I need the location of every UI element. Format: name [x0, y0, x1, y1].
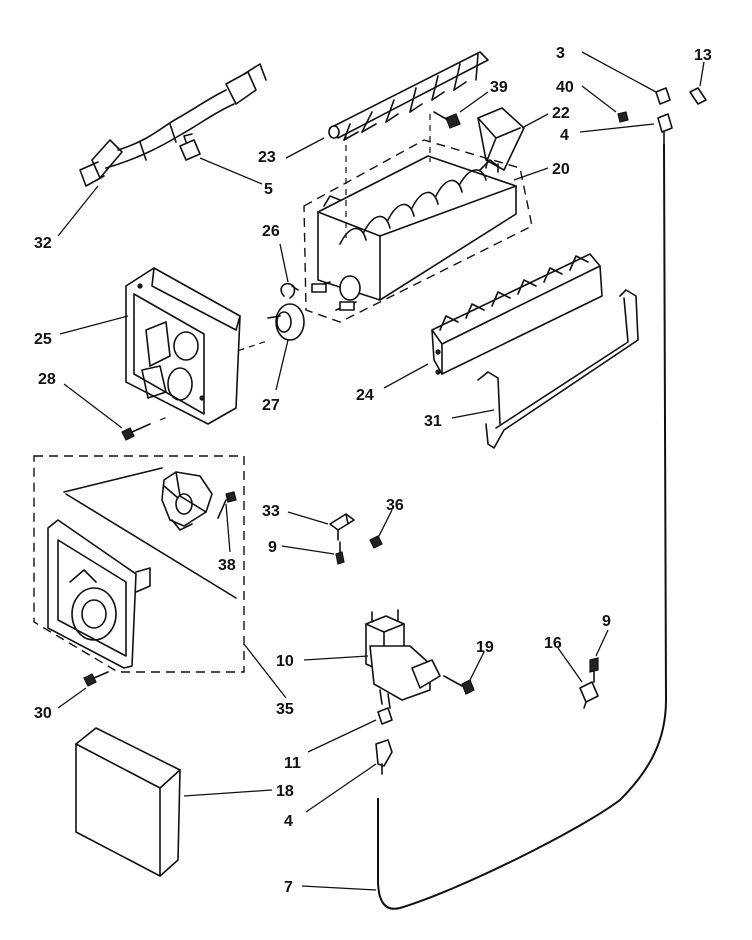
callout-38: 38: [218, 557, 236, 574]
wire-clip-part-5: [179, 133, 201, 161]
ejector-part-23: [328, 51, 489, 141]
callout-26: 26: [262, 223, 280, 240]
callout-32: 32: [34, 235, 52, 252]
callout-labels: 3 13 40 39 22 4 23 20 5 32 26 25 28 27 2…: [34, 45, 712, 896]
callout-39: 39: [490, 79, 508, 96]
bracket-part-33: [329, 513, 355, 541]
callout-5: 5: [264, 181, 273, 198]
callout-9-right: 9: [602, 613, 611, 630]
callout-27: 27: [262, 397, 280, 414]
callout-33: 33: [262, 503, 280, 520]
cover-part-18: [75, 727, 181, 877]
screw-part-30: [83, 671, 109, 687]
stripper-part-24: [431, 253, 603, 375]
callout-30: 30: [34, 705, 52, 722]
screw-part-39: [433, 111, 461, 129]
callout-19: 19: [476, 639, 494, 656]
water-valve-part-10: [365, 609, 441, 709]
callout-25: 25: [34, 331, 52, 348]
shutoff-arm-part-31: [477, 289, 639, 449]
callout-13: 13: [694, 47, 712, 64]
callout-31: 31: [424, 413, 442, 430]
leader-lines: [57, 51, 705, 891]
wire-harness-part-32: [79, 63, 267, 187]
cam-part-27: [267, 303, 305, 341]
callout-28: 28: [38, 371, 56, 388]
callout-36: 36: [386, 497, 404, 514]
screw-part-9a: [335, 541, 345, 565]
module-assembly-part-35: [33, 455, 245, 673]
nut-part-11: [377, 707, 393, 725]
callout-10: 10: [276, 653, 294, 670]
screw-part-19: [443, 675, 475, 695]
callout-4-top: 4: [560, 127, 569, 144]
callout-20: 20: [552, 161, 570, 178]
fittings-top-right: [617, 87, 707, 145]
housing-part-25: [125, 267, 241, 425]
callout-40: 40: [556, 79, 574, 96]
retainer-clip-part-26: [280, 282, 299, 299]
fitting-part-4-lower: [375, 739, 393, 775]
alignment-lines: [159, 114, 431, 421]
callout-11: 11: [284, 755, 301, 772]
screw-part-36: [369, 535, 383, 549]
callout-4-bottom: 4: [284, 813, 293, 830]
callout-18: 18: [276, 783, 294, 800]
callout-16: 16: [544, 635, 562, 652]
callout-7: 7: [284, 879, 293, 896]
callout-23: 23: [258, 149, 276, 166]
screw-part-9b: [589, 657, 599, 683]
ice-mold-part-20: [303, 139, 533, 323]
callout-9-left: 9: [268, 539, 277, 556]
screw-part-28: [121, 423, 151, 441]
callout-3: 3: [556, 45, 565, 62]
callout-24: 24: [356, 387, 374, 404]
screw-part-38: [217, 491, 237, 519]
water-tube-part-7: [377, 143, 668, 910]
callout-22: 22: [552, 105, 570, 122]
callout-35: 35: [276, 701, 294, 718]
clamp-part-16: [579, 681, 599, 709]
